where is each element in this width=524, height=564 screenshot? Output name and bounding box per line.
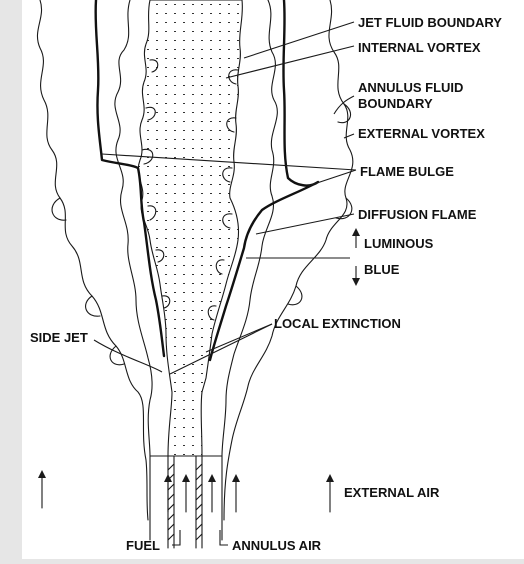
label-luminous: LUMINOUS <box>364 236 433 251</box>
label-fuel: FUEL <box>126 538 160 553</box>
label-internal-vortex: INTERNAL VORTEX <box>358 40 481 55</box>
label-local-extinction: LOCAL EXTINCTION <box>274 316 401 331</box>
label-external-air: EXTERNAL AIR <box>344 485 439 500</box>
label-annulus-air: ANNULUS AIR <box>232 538 321 553</box>
label-side-jet: SIDE JET <box>30 330 88 345</box>
label-annulus-fluid-boundary-line2: BOUNDARY <box>358 96 433 111</box>
label-diffusion-flame: DIFFUSION FLAME <box>358 207 476 222</box>
label-blue: BLUE <box>364 262 399 277</box>
label-annulus-fluid-boundary-line1: ANNULUS FLUID <box>358 80 463 95</box>
label-jet-fluid-boundary: JET FLUID BOUNDARY <box>358 15 502 30</box>
label-external-vortex: EXTERNAL VORTEX <box>358 126 485 141</box>
label-flame-bulge: FLAME BULGE <box>360 164 454 179</box>
